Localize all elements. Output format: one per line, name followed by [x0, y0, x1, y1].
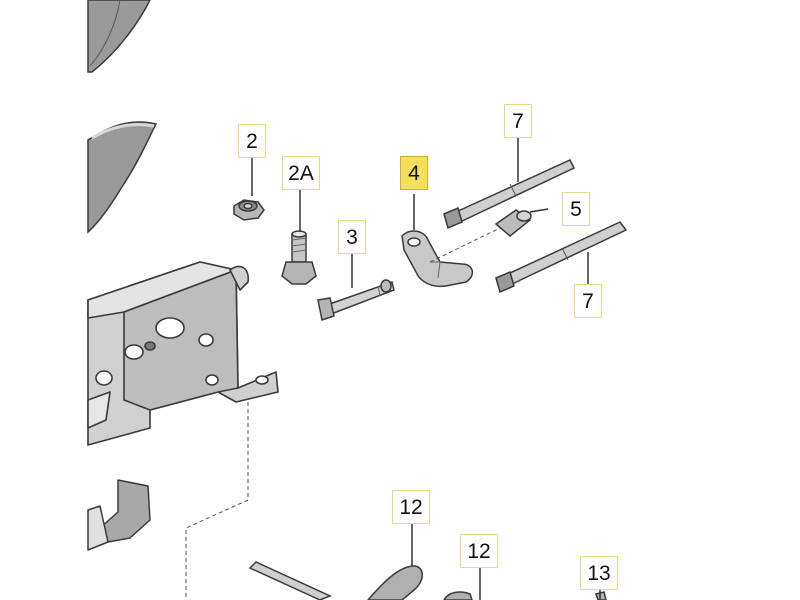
part-12-lever-b: [443, 591, 473, 600]
callout-7-upper: 7: [504, 104, 532, 138]
part-13-fragment: [595, 591, 607, 600]
part-5-sleeve: [494, 209, 532, 237]
callout-13: 13: [580, 556, 618, 590]
part-2a-bolt: [281, 230, 317, 285]
callout-12-left: 12: [392, 490, 430, 524]
middle-panel-fragment: [87, 121, 158, 234]
leader-lines: [251, 138, 601, 600]
left-margin: [0, 0, 88, 600]
upper-panel-edge: [89, 0, 121, 67]
alignment-line: [185, 402, 249, 600]
part-12-lever-a: [248, 561, 423, 600]
middle-panel-lip: [91, 123, 155, 140]
hinge-bracket: [87, 261, 279, 446]
callout-3: 3: [338, 220, 366, 254]
callout-7-lower: 7: [574, 284, 602, 318]
assembly-line-1: [429, 227, 501, 263]
callout-2: 2: [238, 124, 266, 158]
part-7-lower-cable: [495, 221, 628, 294]
part-2-nut: [233, 199, 265, 221]
callout-5: 5: [562, 192, 590, 226]
callout-4-highlighted: 4: [400, 156, 428, 190]
part-7-upper-cable: [443, 159, 576, 230]
part-3-pin: [317, 279, 395, 321]
upper-panel-fragment: [87, 0, 151, 73]
lower-clip: [87, 479, 151, 551]
callout-12-right: 12: [460, 534, 498, 568]
callout-2a: 2A: [282, 156, 320, 190]
